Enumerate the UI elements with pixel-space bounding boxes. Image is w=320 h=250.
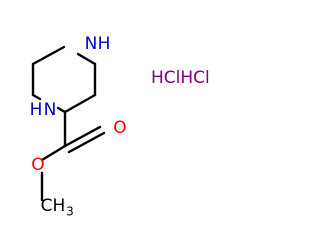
bond-carbonyl-oester [40, 144, 67, 162]
atom-methyl-subscript: 3 [66, 205, 74, 219]
bond-n1-c2 [31, 45, 66, 66]
atom-methyl: CH [41, 196, 66, 216]
atom-n-top: N [85, 34, 98, 54]
atom-n-left: N [44, 100, 57, 120]
bond-carbonyl-double-a [63, 125, 102, 148]
bond-n1-c6-top [76, 52, 97, 66]
salt-label: HClHCl [151, 68, 210, 88]
atom-o-ester: O [31, 155, 44, 175]
bond-c3-n4 [31, 93, 42, 101]
molecule-structure: N H H N O O CH 3 HClHCl [30, 34, 210, 219]
atom-h-left: H [30, 100, 43, 120]
bond-carbonyl-double-b [67, 131, 106, 154]
bond-n4-c5 [56, 106, 67, 114]
atom-o-carbonyl: O [113, 118, 126, 138]
atom-h-top: H [98, 34, 111, 54]
bond-c5-c6 [63, 93, 97, 114]
